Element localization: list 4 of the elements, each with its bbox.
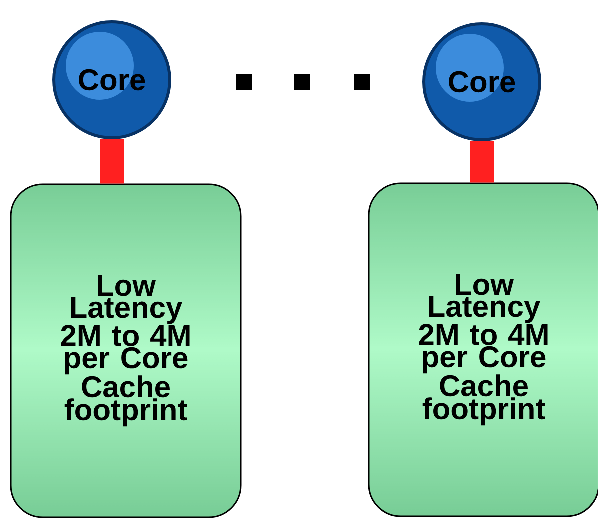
connector-glow	[100, 140, 124, 184]
connector-glow	[470, 142, 494, 183]
cache-box: Low Latency 2M to 4M per Core Cache footprint	[368, 182, 598, 518]
cache-box: Low Latency 2M to 4M per Core Cache footprint	[10, 184, 242, 518]
